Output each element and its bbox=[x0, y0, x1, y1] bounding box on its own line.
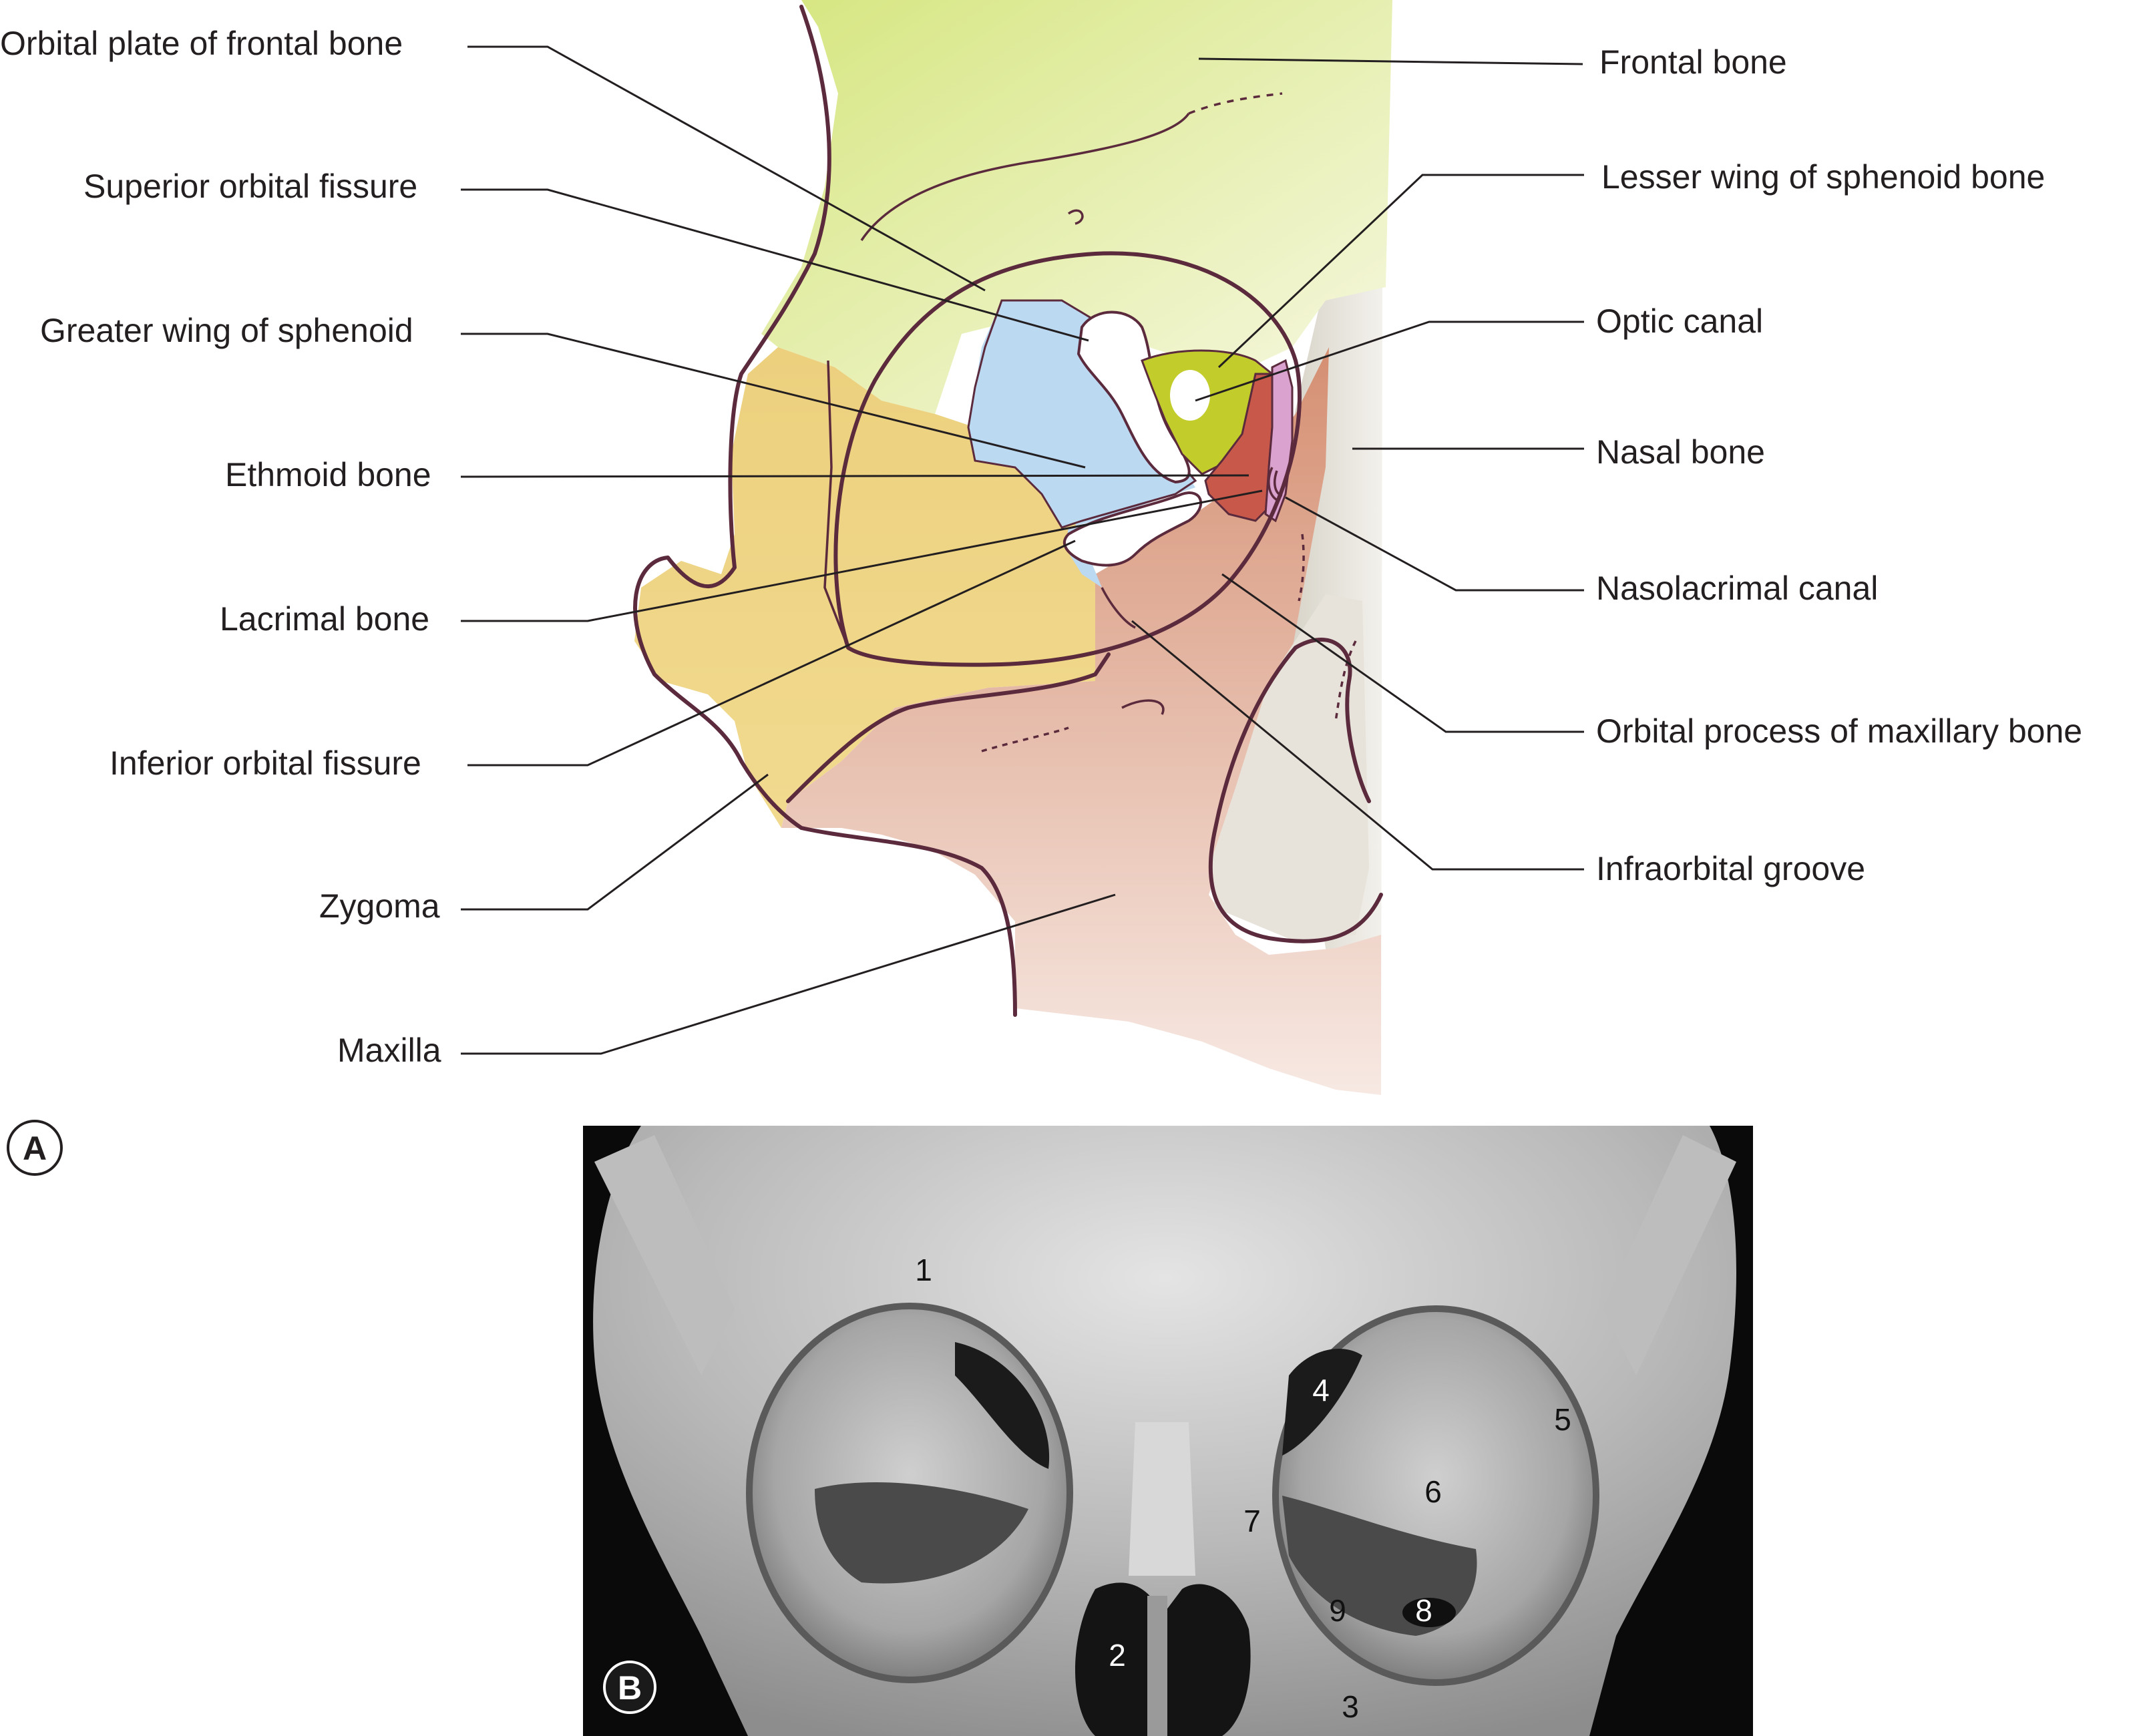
ct-number-5: 5 bbox=[1554, 1402, 1571, 1437]
nasal-dashed-line bbox=[1334, 640, 1357, 722]
ct-number-1: 1 bbox=[915, 1253, 932, 1287]
label-nasal-bone: Nasal bone bbox=[1596, 433, 1765, 471]
leader-maxilla bbox=[461, 893, 1116, 1055]
ct-number-4: 4 bbox=[1312, 1373, 1330, 1407]
ct-number-9: 9 bbox=[1329, 1593, 1346, 1628]
label-ethmoid-bone: Ethmoid bone bbox=[225, 456, 431, 493]
orbit-rim-outline bbox=[833, 251, 1302, 667]
leader-zygoma bbox=[461, 773, 769, 911]
leader-orbital-process bbox=[1221, 573, 1584, 733]
label-optic-canal: Optic canal bbox=[1596, 302, 1763, 340]
panel-a-illustration bbox=[633, 0, 1392, 1095]
maxilla-dashed-mark bbox=[981, 726, 1069, 752]
zygomatic-suture-line bbox=[823, 360, 849, 648]
leader-ethmoid bbox=[460, 474, 1249, 478]
left-temporal-bar bbox=[594, 1135, 735, 1375]
superior-orbital-fissure-shape bbox=[1077, 310, 1191, 484]
leader-optic-canal bbox=[1195, 320, 1584, 402]
label-nasolacrimal-canal: Nasolacrimal canal bbox=[1596, 570, 1878, 607]
frontal-curve-line bbox=[860, 112, 1190, 241]
label-maxilla: Maxilla bbox=[337, 1032, 441, 1069]
label-inferior-orbital-fissure: Inferior orbital fissure bbox=[110, 744, 421, 782]
badge-a-text: A bbox=[23, 1130, 47, 1167]
zygomaticomaxillary-suture bbox=[786, 652, 1111, 803]
panel-b-ct-image bbox=[583, 1126, 1753, 1736]
right-orbit-shadow bbox=[955, 1342, 1050, 1469]
panel-a-left-labels: Orbital plate of frontal bone Superior o… bbox=[0, 25, 441, 1069]
label-lacrimal-bone: Lacrimal bone bbox=[220, 600, 429, 638]
leader-orbital-plate bbox=[467, 45, 986, 292]
panel-b-badge: B bbox=[603, 1661, 656, 1714]
leader-inferior-orbital-fissure bbox=[467, 539, 1076, 767]
face-outline bbox=[633, 5, 1017, 1017]
inferior-orbital-fissure-shape bbox=[1063, 491, 1203, 567]
maxilla-region bbox=[781, 347, 1381, 1095]
label-lesser-wing-sphenoid: Lesser wing of sphenoid bone bbox=[1601, 158, 2045, 196]
ct-number-7: 7 bbox=[1243, 1504, 1261, 1538]
ct-number-8: 8 bbox=[1415, 1593, 1432, 1628]
infraorbital-groove-line bbox=[1101, 587, 1136, 629]
badge-b-text: B bbox=[618, 1669, 642, 1707]
frontal-bone-region bbox=[761, 0, 1392, 414]
nasal-septum bbox=[1147, 1596, 1167, 1736]
frontal-dashed-line bbox=[1188, 92, 1283, 115]
ct-number-2: 2 bbox=[1109, 1638, 1126, 1673]
nasal-process-region bbox=[1209, 594, 1369, 941]
label-zygoma: Zygoma bbox=[319, 887, 440, 925]
panel-a-right-labels: Frontal bone Lesser wing of sphenoid bon… bbox=[1596, 43, 2082, 887]
leader-nasolacrimal-canal bbox=[1285, 496, 1584, 592]
leader-frontal-bone bbox=[1198, 57, 1583, 65]
left-orbit-shadow bbox=[1282, 1349, 1362, 1456]
right-orbit-floor-shadow bbox=[815, 1482, 1028, 1584]
leader-infraorbital-groove bbox=[1131, 620, 1584, 871]
panel-a-badge: A bbox=[7, 1120, 63, 1176]
label-superior-orbital-fissure: Superior orbital fissure bbox=[83, 168, 417, 205]
label-orbital-plate-frontal: Orbital plate of frontal bone bbox=[0, 25, 403, 62]
ct-number-6: 6 bbox=[1424, 1474, 1442, 1509]
zygoma-region bbox=[634, 347, 1109, 828]
nasal-bridge bbox=[1129, 1422, 1195, 1576]
supraorbital-mark bbox=[1067, 209, 1084, 225]
maxilla-curve-mark bbox=[1121, 699, 1165, 715]
panel-a-leader-lines bbox=[460, 45, 1584, 1055]
leader-superior-orbital-fissure bbox=[461, 188, 1089, 342]
ct-number-3: 3 bbox=[1342, 1689, 1359, 1724]
label-greater-wing-sphenoid: Greater wing of sphenoid bbox=[40, 312, 413, 349]
panel-b-numbers: 1 2 3 4 5 6 7 8 9 bbox=[915, 1253, 1571, 1724]
leader-lesser-wing bbox=[1217, 174, 1584, 369]
leader-lacrimal bbox=[461, 489, 1263, 622]
label-orbital-process-maxilla: Orbital process of maxillary bone bbox=[1596, 712, 2082, 750]
optic-canal-opening bbox=[1170, 370, 1210, 421]
nasal-outline bbox=[1208, 638, 1383, 943]
label-frontal-bone: Frontal bone bbox=[1599, 43, 1787, 81]
leader-greater-wing bbox=[461, 333, 1086, 469]
right-temporal-bar bbox=[1603, 1135, 1736, 1375]
left-inferior-fissure-dark bbox=[1402, 1598, 1456, 1627]
label-infraorbital-groove: Infraorbital groove bbox=[1596, 850, 1865, 887]
